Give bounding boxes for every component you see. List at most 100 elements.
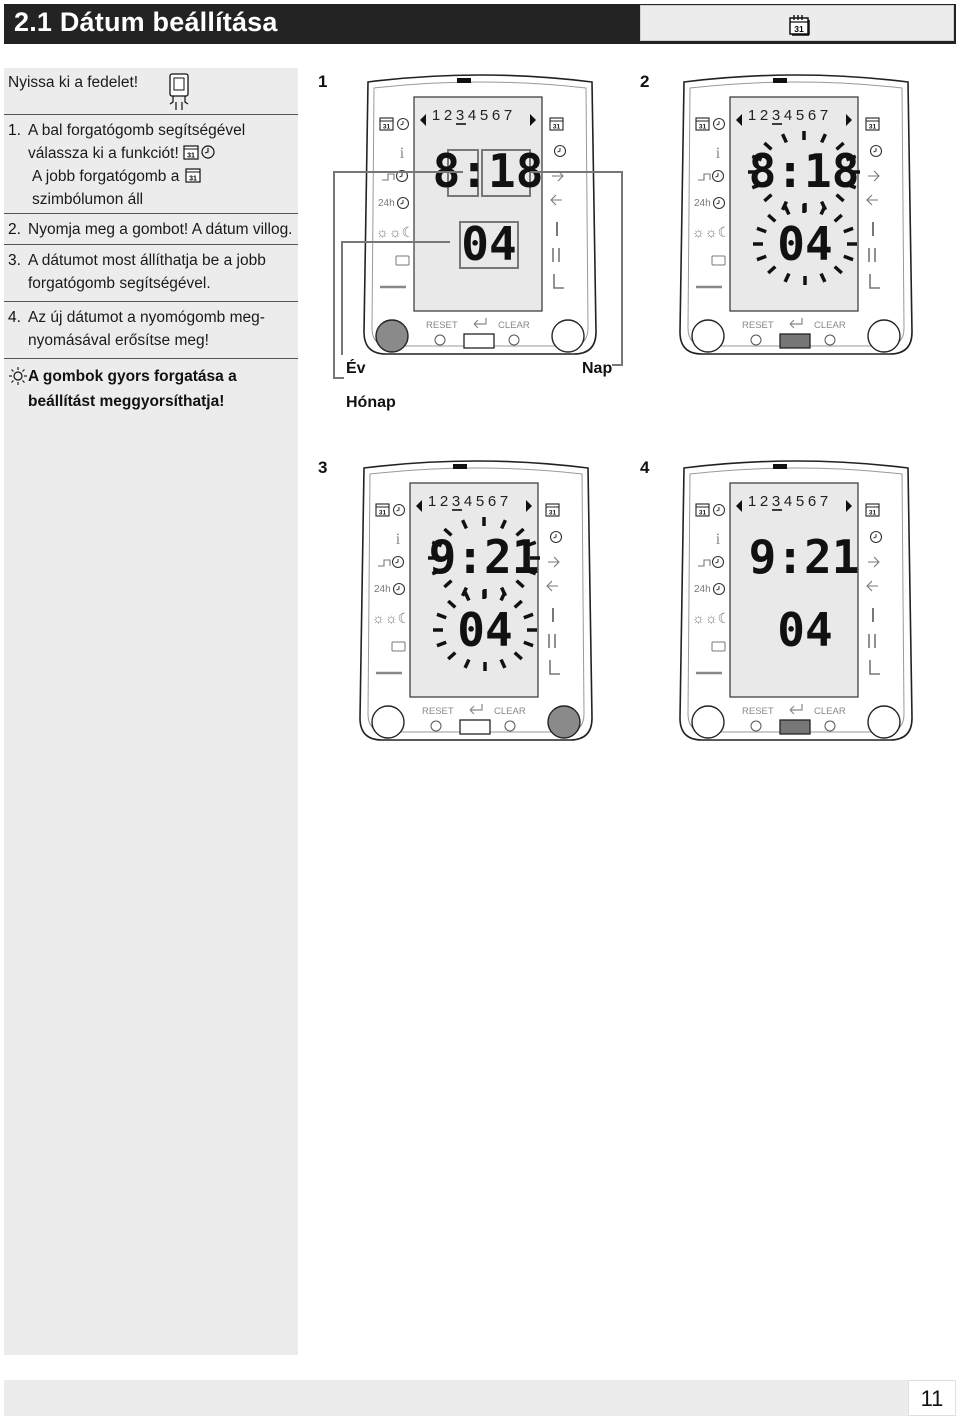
step-2-line-1: Nyomja meg a gombot! A dátum villog. [28, 221, 293, 238]
clock-icon [395, 169, 409, 183]
clear-button [504, 720, 516, 732]
calendar-icon: 31 [185, 168, 201, 183]
blink-rays [753, 203, 857, 285]
calendar-icon: 31 [549, 117, 564, 131]
date-display: 04 [461, 217, 516, 271]
step-1-sub-1: A jobb forgatógomb a 31 [32, 165, 204, 188]
clock-icon [391, 555, 405, 569]
day-number: 2 [440, 493, 448, 510]
day-marker [773, 78, 787, 83]
enter-icon [789, 704, 803, 715]
clock-icon [392, 582, 406, 596]
device-cover-icon [169, 73, 189, 110]
mode-icons: ☼☼☾ [372, 610, 410, 626]
clear-button [824, 334, 836, 346]
calendar-icon: 31 [545, 503, 560, 517]
divider [4, 114, 298, 115]
clock-icon [712, 582, 726, 596]
day-number: 1 [428, 493, 436, 510]
clear-label: CLEAR [814, 320, 846, 331]
clock-icon [549, 530, 563, 544]
step-2-number: 2. [8, 221, 21, 238]
right-rotary-knob [867, 705, 901, 739]
reset-button [434, 334, 446, 346]
arrow-left-icon [736, 114, 742, 126]
reset-button [750, 334, 762, 346]
arrow-right-icon [526, 500, 532, 512]
svg-text:31: 31 [187, 153, 195, 160]
program-icon [382, 173, 395, 181]
clear-label: CLEAR [494, 706, 526, 717]
arrow-out-icon [550, 194, 562, 206]
calendar-icon-number: 31 [699, 510, 707, 517]
right-rotary-knob [547, 705, 581, 739]
mode-icons: ☼☼☾ [692, 610, 730, 626]
step-4-number: 4. [8, 309, 21, 326]
program-icon [378, 559, 391, 567]
suitcase-icon [395, 255, 410, 266]
calendar-icon: 31 [865, 503, 880, 517]
enter-icon [473, 318, 487, 329]
arrow-left-icon [736, 500, 742, 512]
arrow-right-icon [846, 114, 852, 126]
thermo-icon [868, 248, 876, 262]
step-3-number: 3. [8, 252, 21, 269]
day-number: 3 [456, 107, 464, 124]
calendar-icon-number: 31 [549, 510, 557, 517]
callout-lines [333, 171, 623, 379]
clear-label: CLEAR [814, 706, 846, 717]
day-number: 2 [444, 107, 452, 124]
day-number: 7 [500, 493, 508, 510]
info-icon: i [716, 531, 721, 548]
info-icon: i [400, 145, 405, 162]
clock-icon [869, 530, 883, 544]
program-icon [698, 173, 711, 181]
thermo-icon [869, 660, 880, 675]
day-number: 1 [432, 107, 440, 124]
thermo-icon [553, 274, 564, 289]
day-number: 5 [796, 493, 804, 510]
year-label: Év [346, 360, 366, 377]
calendar-icon-number: 31 [379, 510, 387, 517]
reset-label: RESET [742, 320, 774, 331]
day-number: 4 [784, 493, 792, 510]
day-number: 6 [808, 493, 816, 510]
date-display: 04 [777, 603, 832, 657]
suitcase-icon [711, 255, 726, 266]
step-1-line-1: A bal forgatógomb segítségével [28, 122, 246, 139]
page-title: 2.1 Dátum beállítása [14, 7, 278, 37]
step-1-sub-2: szimbólumon áll [32, 191, 144, 208]
day-number: 2 [760, 493, 768, 510]
figure-4-number: 4 [640, 458, 650, 477]
step-1-number: 1. [8, 122, 21, 139]
arrow-in-icon [548, 556, 560, 568]
hours-label: 24h [378, 198, 395, 209]
clock-icon [869, 144, 883, 158]
lcd-screen [409, 482, 539, 698]
enter-icon [469, 704, 483, 715]
figure-3-number: 3 [318, 458, 328, 477]
day-number: 7 [820, 493, 828, 510]
clock-icon [712, 503, 726, 517]
clear-label: CLEAR [498, 320, 530, 331]
step-3-line-1: A dátumot most állíthatja be a jobb [28, 252, 266, 269]
reset-button [750, 720, 762, 732]
step-4-line-1: Az új dátumot a nyomógomb meg- [28, 309, 265, 326]
date-display: 04 [457, 603, 512, 657]
time-display: 8:18 [749, 144, 860, 198]
arrow-right-icon [846, 500, 852, 512]
day-number: 2 [760, 107, 768, 124]
divider [4, 213, 298, 214]
reset-button [430, 720, 442, 732]
clear-button [508, 334, 520, 346]
lcd-screen [729, 96, 859, 312]
highlight-box [459, 221, 519, 269]
clock-icon [553, 144, 567, 158]
lcd-screen [729, 482, 859, 698]
footer-bar [4, 1380, 956, 1416]
tip-line-2: beállítást meggyorsíthatja! [28, 393, 225, 410]
divider [4, 301, 298, 302]
